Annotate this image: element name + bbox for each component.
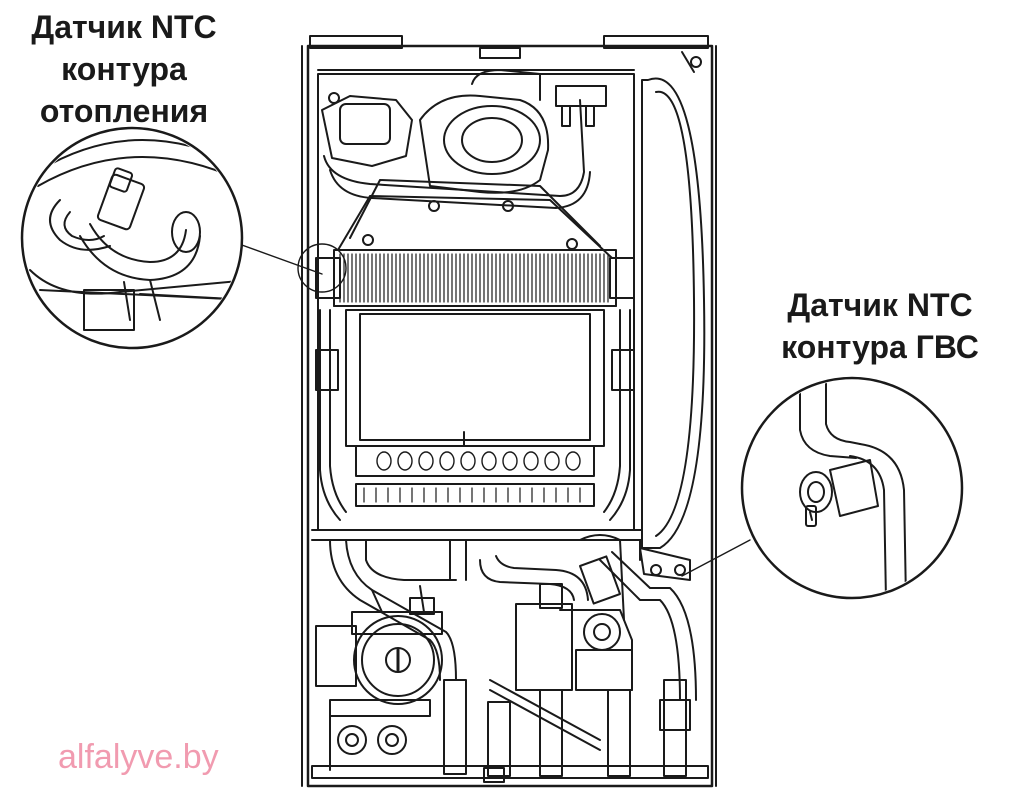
heat-exchanger (315, 249, 635, 307)
heating-label-line-3: отопления (39, 93, 209, 129)
burner-jet (481, 451, 497, 471)
heating-callout-target (297, 243, 347, 293)
heating-ntc-sensor-icon (20, 126, 244, 350)
burner-jet (460, 451, 476, 471)
dhw-ntc-sensor-icon (740, 376, 964, 600)
burner-jet (376, 451, 392, 471)
hydraulic-group (329, 534, 697, 777)
dhw-label-line-1: Датчик NTC (787, 287, 973, 323)
combustion-chamber (315, 309, 635, 521)
burner-jet (523, 451, 539, 471)
circulation-pump (315, 585, 443, 771)
heating-label-line-2: контура (61, 51, 187, 87)
burner-jet (397, 451, 413, 471)
dhw-callout-line (681, 539, 751, 577)
bottom-rail (311, 765, 709, 783)
burner (355, 431, 595, 507)
heating-sensor-label: Датчик NTC контура отопления (0, 6, 248, 132)
burner-jet (502, 451, 518, 471)
watermark: alfalyve.by (58, 738, 219, 776)
fan-assembly (321, 69, 607, 209)
dhw-sensor-label: Датчик NTC контура ГВС (760, 284, 1000, 368)
heating-label-line-1: Датчик NTC (31, 9, 217, 45)
burner-jet (565, 451, 581, 471)
expansion-tank (639, 51, 706, 581)
heating-callout-line (227, 239, 323, 275)
burner-jet (544, 451, 560, 471)
burner-jet (439, 451, 455, 471)
burner-jet (418, 451, 434, 471)
dhw-label-line-2: контура ГВС (781, 329, 979, 365)
boiler-frame (301, 35, 717, 788)
combustion-hood (337, 179, 613, 259)
